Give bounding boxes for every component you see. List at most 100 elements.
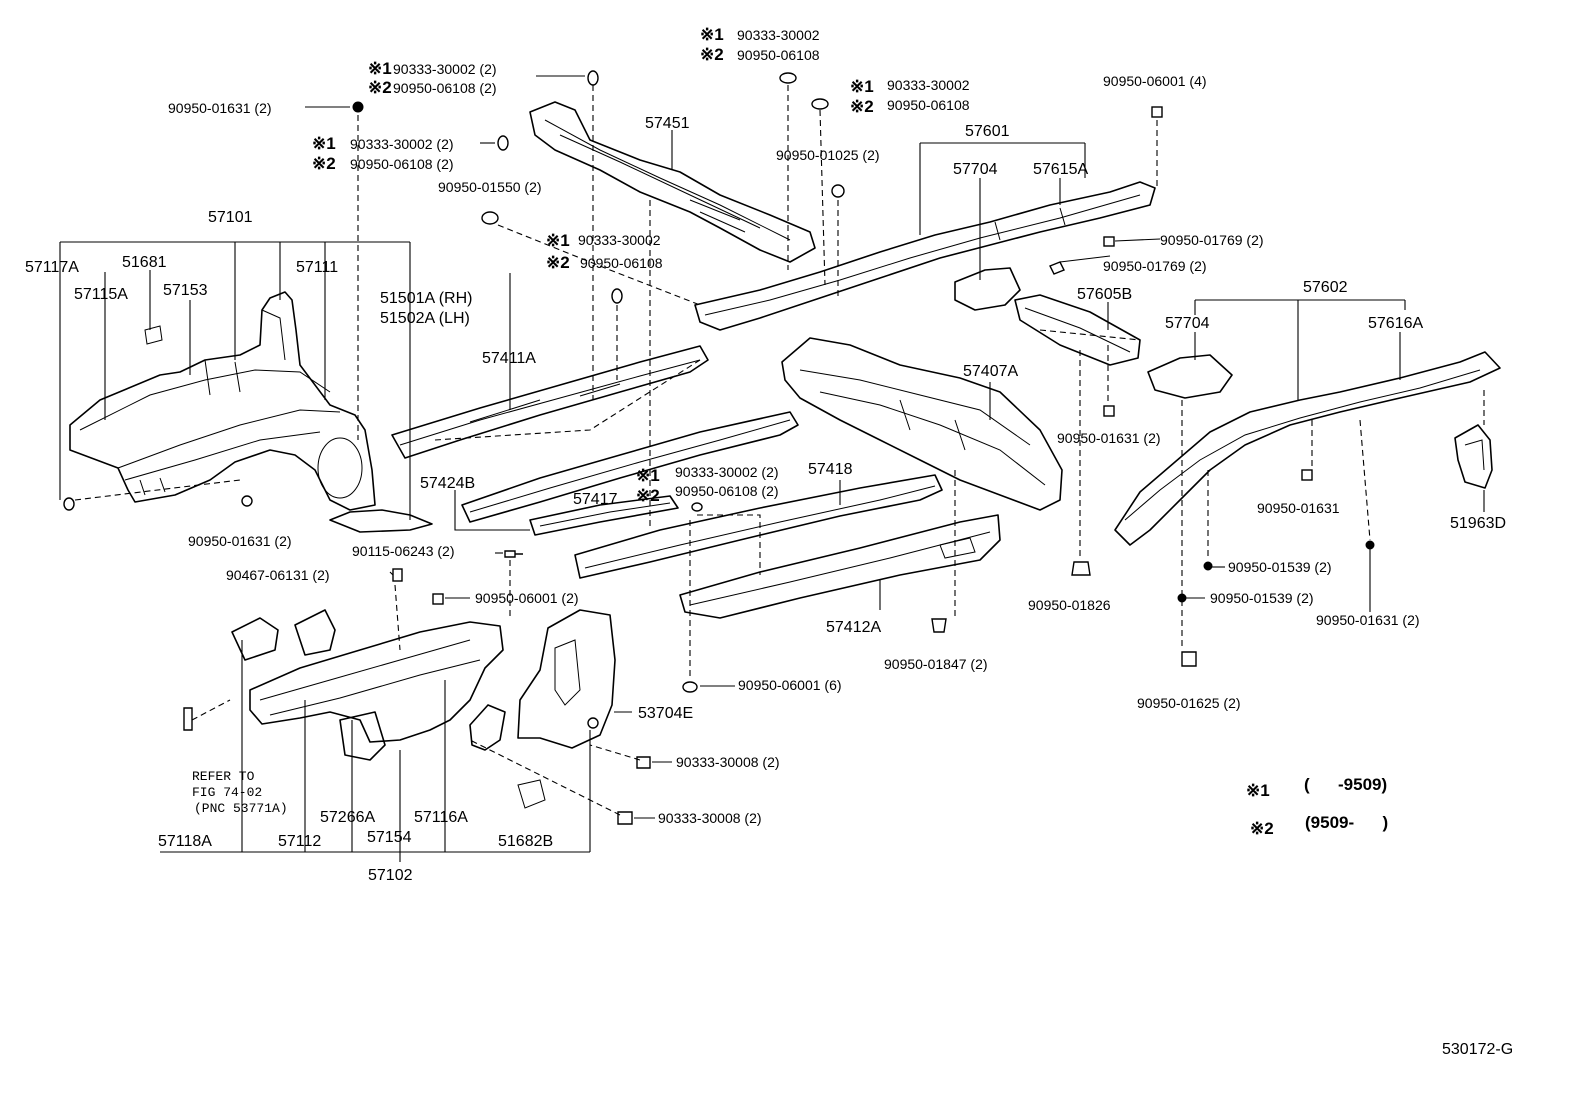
grommet-icon xyxy=(611,288,623,304)
label-57115A: 57115A xyxy=(74,286,128,303)
figure-id: 530172-G xyxy=(1442,1041,1513,1058)
legend-mark-2: ※2 xyxy=(1250,819,1274,838)
label-57116A: 57116A xyxy=(414,809,468,826)
hw-label: 90950-06108 xyxy=(580,255,663,271)
hw-label: 90950-01769 (2) xyxy=(1160,232,1264,248)
nut-icon xyxy=(432,593,444,605)
label-57111: 57111 xyxy=(296,259,338,276)
mark-1: ※1 xyxy=(850,77,874,96)
hw-label: 90467-06131 (2) xyxy=(226,567,330,583)
label-57102: 57102 xyxy=(368,867,413,884)
plug-icon xyxy=(241,495,253,507)
hw-label: 90950-06108 (2) xyxy=(393,80,497,96)
label-51963D: 51963D xyxy=(1450,515,1506,532)
label-57266A: 57266A xyxy=(320,809,375,826)
hw-label: 90950-01625 (2) xyxy=(1137,695,1241,711)
mark-2: ※2 xyxy=(546,253,570,272)
hw-label: 90950-01539 (2) xyxy=(1228,559,1332,575)
leader-lines xyxy=(59,75,1485,862)
rear-side-member-57601 xyxy=(694,181,1156,366)
mark-1: ※1 xyxy=(312,134,336,153)
front-side-member-57101 xyxy=(69,291,433,533)
label-57704-lower: 57704 xyxy=(1165,315,1210,332)
hw-label: 90333-30002 xyxy=(887,77,970,93)
hw-label: 90950-06108 (2) xyxy=(675,483,779,499)
hardware-labels: ※1 90333-30002 (2) ※2 90950-06108 (2) 90… xyxy=(168,25,1420,826)
clip-icon xyxy=(617,811,633,825)
mark-1: ※1 xyxy=(546,231,570,250)
rocker-reinforcement-57417 xyxy=(461,411,799,523)
plug-icon xyxy=(1071,561,1091,576)
label-57154: 57154 xyxy=(367,829,412,846)
label-57112: 57112 xyxy=(278,833,321,850)
hw-label: 90950-06001 (4) xyxy=(1103,73,1207,89)
label-51682B: 51682B xyxy=(498,833,553,850)
hw-label: 90333-30002 (2) xyxy=(393,61,497,77)
hw-label: 90950-01539 (2) xyxy=(1210,590,1314,606)
hw-label: 90950-06108 xyxy=(737,47,820,63)
hw-label: 90333-30002 xyxy=(578,232,661,248)
screw-icon xyxy=(1365,540,1375,550)
mark-2: ※2 xyxy=(636,486,660,505)
grommet-icon xyxy=(779,72,797,84)
plug-icon xyxy=(587,717,599,729)
refer-line-1: REFER TO xyxy=(192,769,255,784)
label-57424B: 57424B xyxy=(420,475,475,492)
hw-label: 90950-01631 (2) xyxy=(1316,612,1420,628)
hw-label: 90950-01631 (2) xyxy=(188,533,292,549)
hw-label: 90950-06001 (6) xyxy=(738,677,842,693)
label-57601: 57601 xyxy=(965,123,1010,140)
plug-icon xyxy=(352,101,364,113)
hw-label: 90950-06108 xyxy=(887,97,970,113)
plug-icon xyxy=(1151,106,1163,118)
label-57616A: 57616A xyxy=(1368,315,1423,332)
hw-label: 90333-30008 (2) xyxy=(676,754,780,770)
rear-side-member-57602 xyxy=(1114,351,1501,546)
legend-range-1: ( -9509) xyxy=(1304,775,1387,794)
label-57417: 57417 xyxy=(573,491,618,508)
rocker-panel-57412A xyxy=(679,514,1001,619)
label-57451: 57451 xyxy=(645,115,690,132)
hw-label: 90950-01631 xyxy=(1257,500,1340,516)
hw-label: 90950-06001 (2) xyxy=(475,590,579,606)
hw-label: 90115-06243 (2) xyxy=(352,543,454,559)
hardware-icons xyxy=(63,70,1375,825)
hw-label: 90333-30002 xyxy=(737,27,820,43)
hw-label: 90950-01826 xyxy=(1028,597,1111,613)
screw-icon xyxy=(1203,561,1213,571)
hw-label: 90950-01550 (2) xyxy=(438,179,542,195)
plug-icon xyxy=(682,681,698,693)
plug-icon xyxy=(1103,405,1115,417)
refer-line-3: (PNC 53771A) xyxy=(194,801,288,816)
assembly-lines xyxy=(74,85,1485,816)
nut-icon xyxy=(392,568,403,582)
mark-2: ※2 xyxy=(700,45,724,64)
mark-2: ※2 xyxy=(368,78,392,97)
plug-icon xyxy=(1301,469,1313,481)
plug-icon xyxy=(481,211,499,225)
reference-note: REFER TO FIG 74-02 (PNC 53771A) xyxy=(192,769,288,816)
front-side-member-57102 xyxy=(231,609,616,809)
hw-label: 90333-30002 (2) xyxy=(675,464,779,480)
label-57407A: 57407A xyxy=(963,363,1018,380)
label-57605B: 57605B xyxy=(1077,286,1132,303)
plug-icon xyxy=(1049,261,1065,275)
label-57411A: 57411A xyxy=(482,350,536,367)
mark-2: ※2 xyxy=(850,97,874,116)
mark-2: ※2 xyxy=(312,154,336,173)
plug-icon xyxy=(183,707,193,731)
hw-label: 90333-30002 (2) xyxy=(350,136,454,152)
grommet-icon xyxy=(811,98,829,110)
label-57704-upper: 57704 xyxy=(953,161,998,178)
label-57153: 57153 xyxy=(163,282,208,299)
hw-label: 90950-01025 (2) xyxy=(776,147,880,163)
grommet-icon xyxy=(587,70,599,86)
hw-label: 90950-01769 (2) xyxy=(1103,258,1207,274)
plug-icon xyxy=(831,184,845,198)
label-57412A: 57412A xyxy=(826,619,881,636)
rocker-panel-57418 xyxy=(574,474,943,579)
plug-icon xyxy=(931,618,947,633)
grommet-icon xyxy=(497,135,509,151)
mark-1: ※1 xyxy=(368,59,392,78)
